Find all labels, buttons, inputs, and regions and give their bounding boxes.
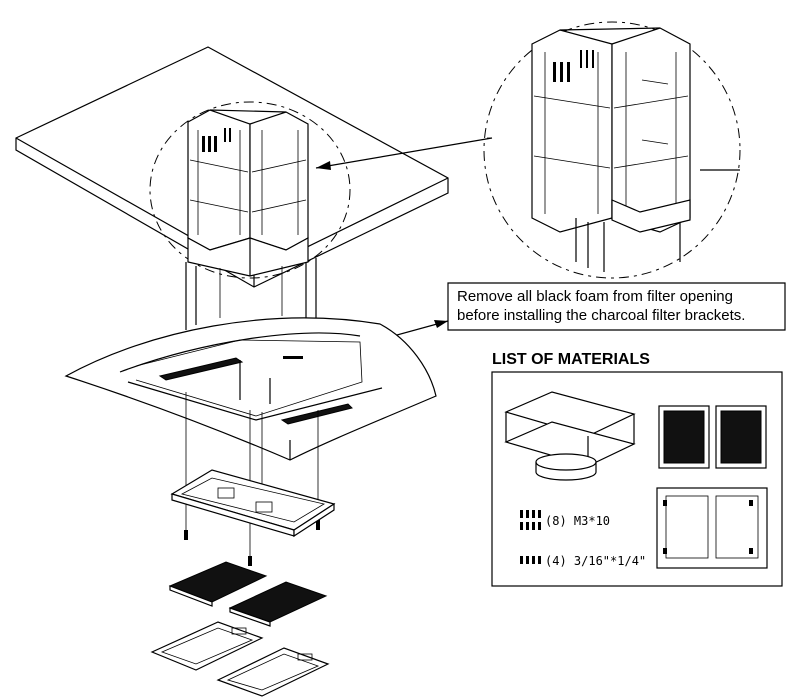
detail-circle-right bbox=[483, 21, 741, 279]
material-charcoal-pad-right bbox=[715, 405, 767, 469]
chimney-frame bbox=[185, 109, 317, 330]
charcoal-filter-left bbox=[168, 561, 268, 607]
chimney-frame-detail bbox=[531, 27, 691, 272]
callout-line-2: before installing the charcoal filter br… bbox=[457, 307, 745, 324]
materials-box bbox=[491, 371, 783, 587]
detail-circle-left bbox=[149, 101, 351, 279]
callout-note: Remove all black foam from filter openin… bbox=[319, 282, 786, 357]
range-hood-canopy bbox=[64, 317, 437, 461]
material-screw-m3-label: (8) M3*10 bbox=[545, 514, 610, 528]
callout-line-1: Remove all black foam from filter openin… bbox=[457, 288, 733, 305]
filter-frame-left bbox=[150, 621, 264, 671]
charcoal-filter-right bbox=[228, 581, 328, 627]
material-charcoal-pad-left bbox=[658, 405, 710, 469]
materials-heading: LIST OF MATERIALS bbox=[492, 351, 650, 368]
material-frame-plate bbox=[656, 487, 768, 569]
detail-pointer-arrow bbox=[315, 137, 493, 170]
filter-bracket-tray bbox=[170, 469, 336, 538]
material-screw-m3-icon bbox=[520, 510, 541, 530]
filter-frame-right bbox=[216, 647, 330, 697]
material-screw-small-label: (4) 3/16"*1/4" bbox=[545, 554, 646, 568]
material-bracket-with-ring bbox=[504, 391, 636, 481]
material-screw-small-icon bbox=[520, 556, 541, 564]
